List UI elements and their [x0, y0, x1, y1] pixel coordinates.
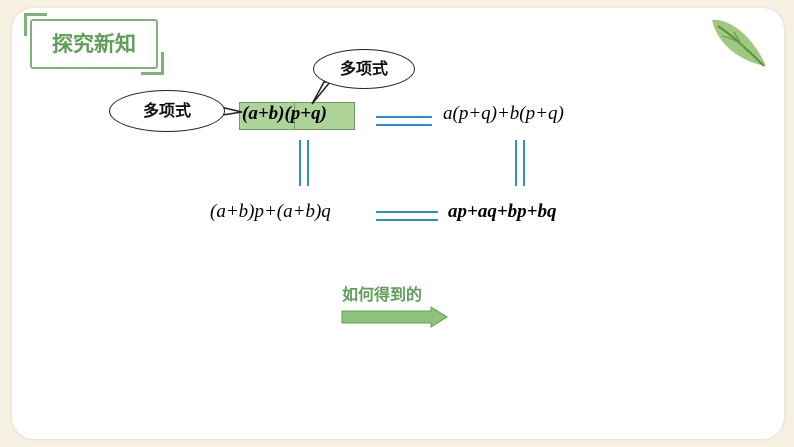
equals-sign-bottom: [376, 211, 438, 221]
expression-step2: (a+b)p+(a+b)q: [210, 201, 331, 222]
question-text: 如何得到的: [342, 285, 423, 304]
expression-result: ap+aq+bp+bq: [448, 201, 557, 222]
equals-sign-top: [376, 116, 432, 126]
callout-polynomial-top: 多项式: [313, 49, 415, 89]
equals-sign-right: [515, 140, 525, 186]
callout-polynomial-left: 多项式: [109, 90, 225, 132]
section-title-tab: 探究新知: [24, 13, 164, 75]
highlight-second-polynomial: [294, 102, 355, 130]
expression-product: (a+b)(p+q): [242, 103, 327, 124]
equals-sign-left: [299, 140, 309, 186]
expression-step1: a(p+q)+b(p+q): [443, 103, 564, 124]
right-arrow-icon[interactable]: [341, 306, 449, 328]
leaf-icon: [712, 19, 766, 67]
section-title: 探究新知: [52, 32, 136, 56]
highlight-first-polynomial: [239, 102, 296, 130]
